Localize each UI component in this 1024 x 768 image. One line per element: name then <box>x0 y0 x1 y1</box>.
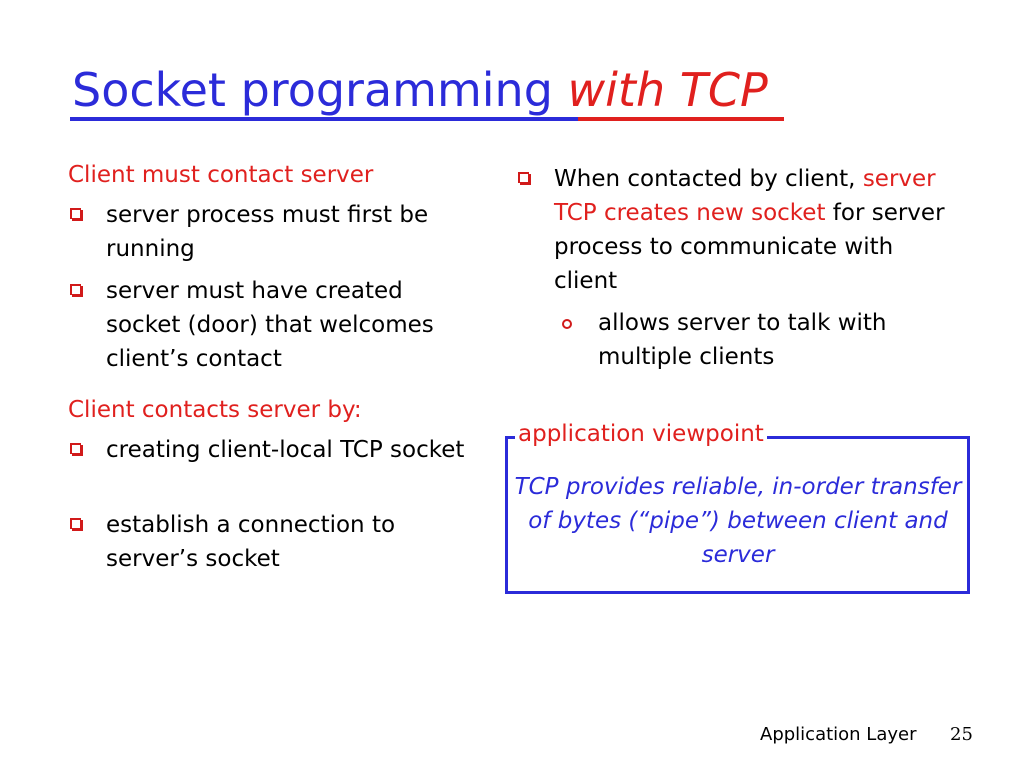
square-bullet-icon <box>70 284 81 295</box>
square-bullet-icon <box>518 172 529 183</box>
square-bullet-icon <box>70 443 81 454</box>
bullet-text-highlight: server TCP creates new socket <box>554 166 936 226</box>
footer-label: Application Layer <box>760 724 917 745</box>
title-underline-red <box>578 117 784 121</box>
bullet-text: server must have created socket (door) t… <box>106 278 434 372</box>
sub-bullet-item: allows server to talk with multiple clie… <box>562 306 952 374</box>
square-bullet-icon <box>70 518 81 529</box>
bullet-text-post: for server process to communicate with c… <box>554 200 945 294</box>
page-number: 25 <box>950 724 973 745</box>
bullet-item: establish a connection to server’s socke… <box>70 508 470 576</box>
title-underline-blue <box>70 117 578 121</box>
square-bullet-icon <box>70 208 81 219</box>
viewpoint-label: application viewpoint <box>515 419 767 449</box>
bullet-text-pre: When contacted by client, <box>554 166 856 192</box>
bullet-item: creating client-local TCP socket <box>70 433 470 467</box>
viewpoint-text: TCP provides reliable, in-order transfer… <box>514 474 962 568</box>
bullet-text: When contacted by client, server TCP cre… <box>554 162 958 298</box>
bullet-text: creating client-local TCP socket <box>106 437 465 463</box>
bullet-item: server must have created socket (door) t… <box>70 274 470 376</box>
title-part-socket-programming: Socket programming <box>72 63 568 117</box>
slide-title: Socket programming with TCP <box>72 62 768 118</box>
title-part-with-tcp: with TCP <box>567 63 768 117</box>
heading-client-contacts-server: Client contacts server by: <box>68 397 362 423</box>
sub-bullet-text: allows server to talk with multiple clie… <box>598 310 887 370</box>
heading-client-must-contact: Client must contact server <box>68 162 374 188</box>
bullet-item: server process must first be running <box>70 198 470 266</box>
bullet-text: establish a connection to server’s socke… <box>106 512 396 572</box>
bullet-item: When contacted by client, server TCP cre… <box>518 162 958 298</box>
bullet-text: server process must first be running <box>106 202 429 262</box>
circle-bullet-icon <box>562 319 572 329</box>
